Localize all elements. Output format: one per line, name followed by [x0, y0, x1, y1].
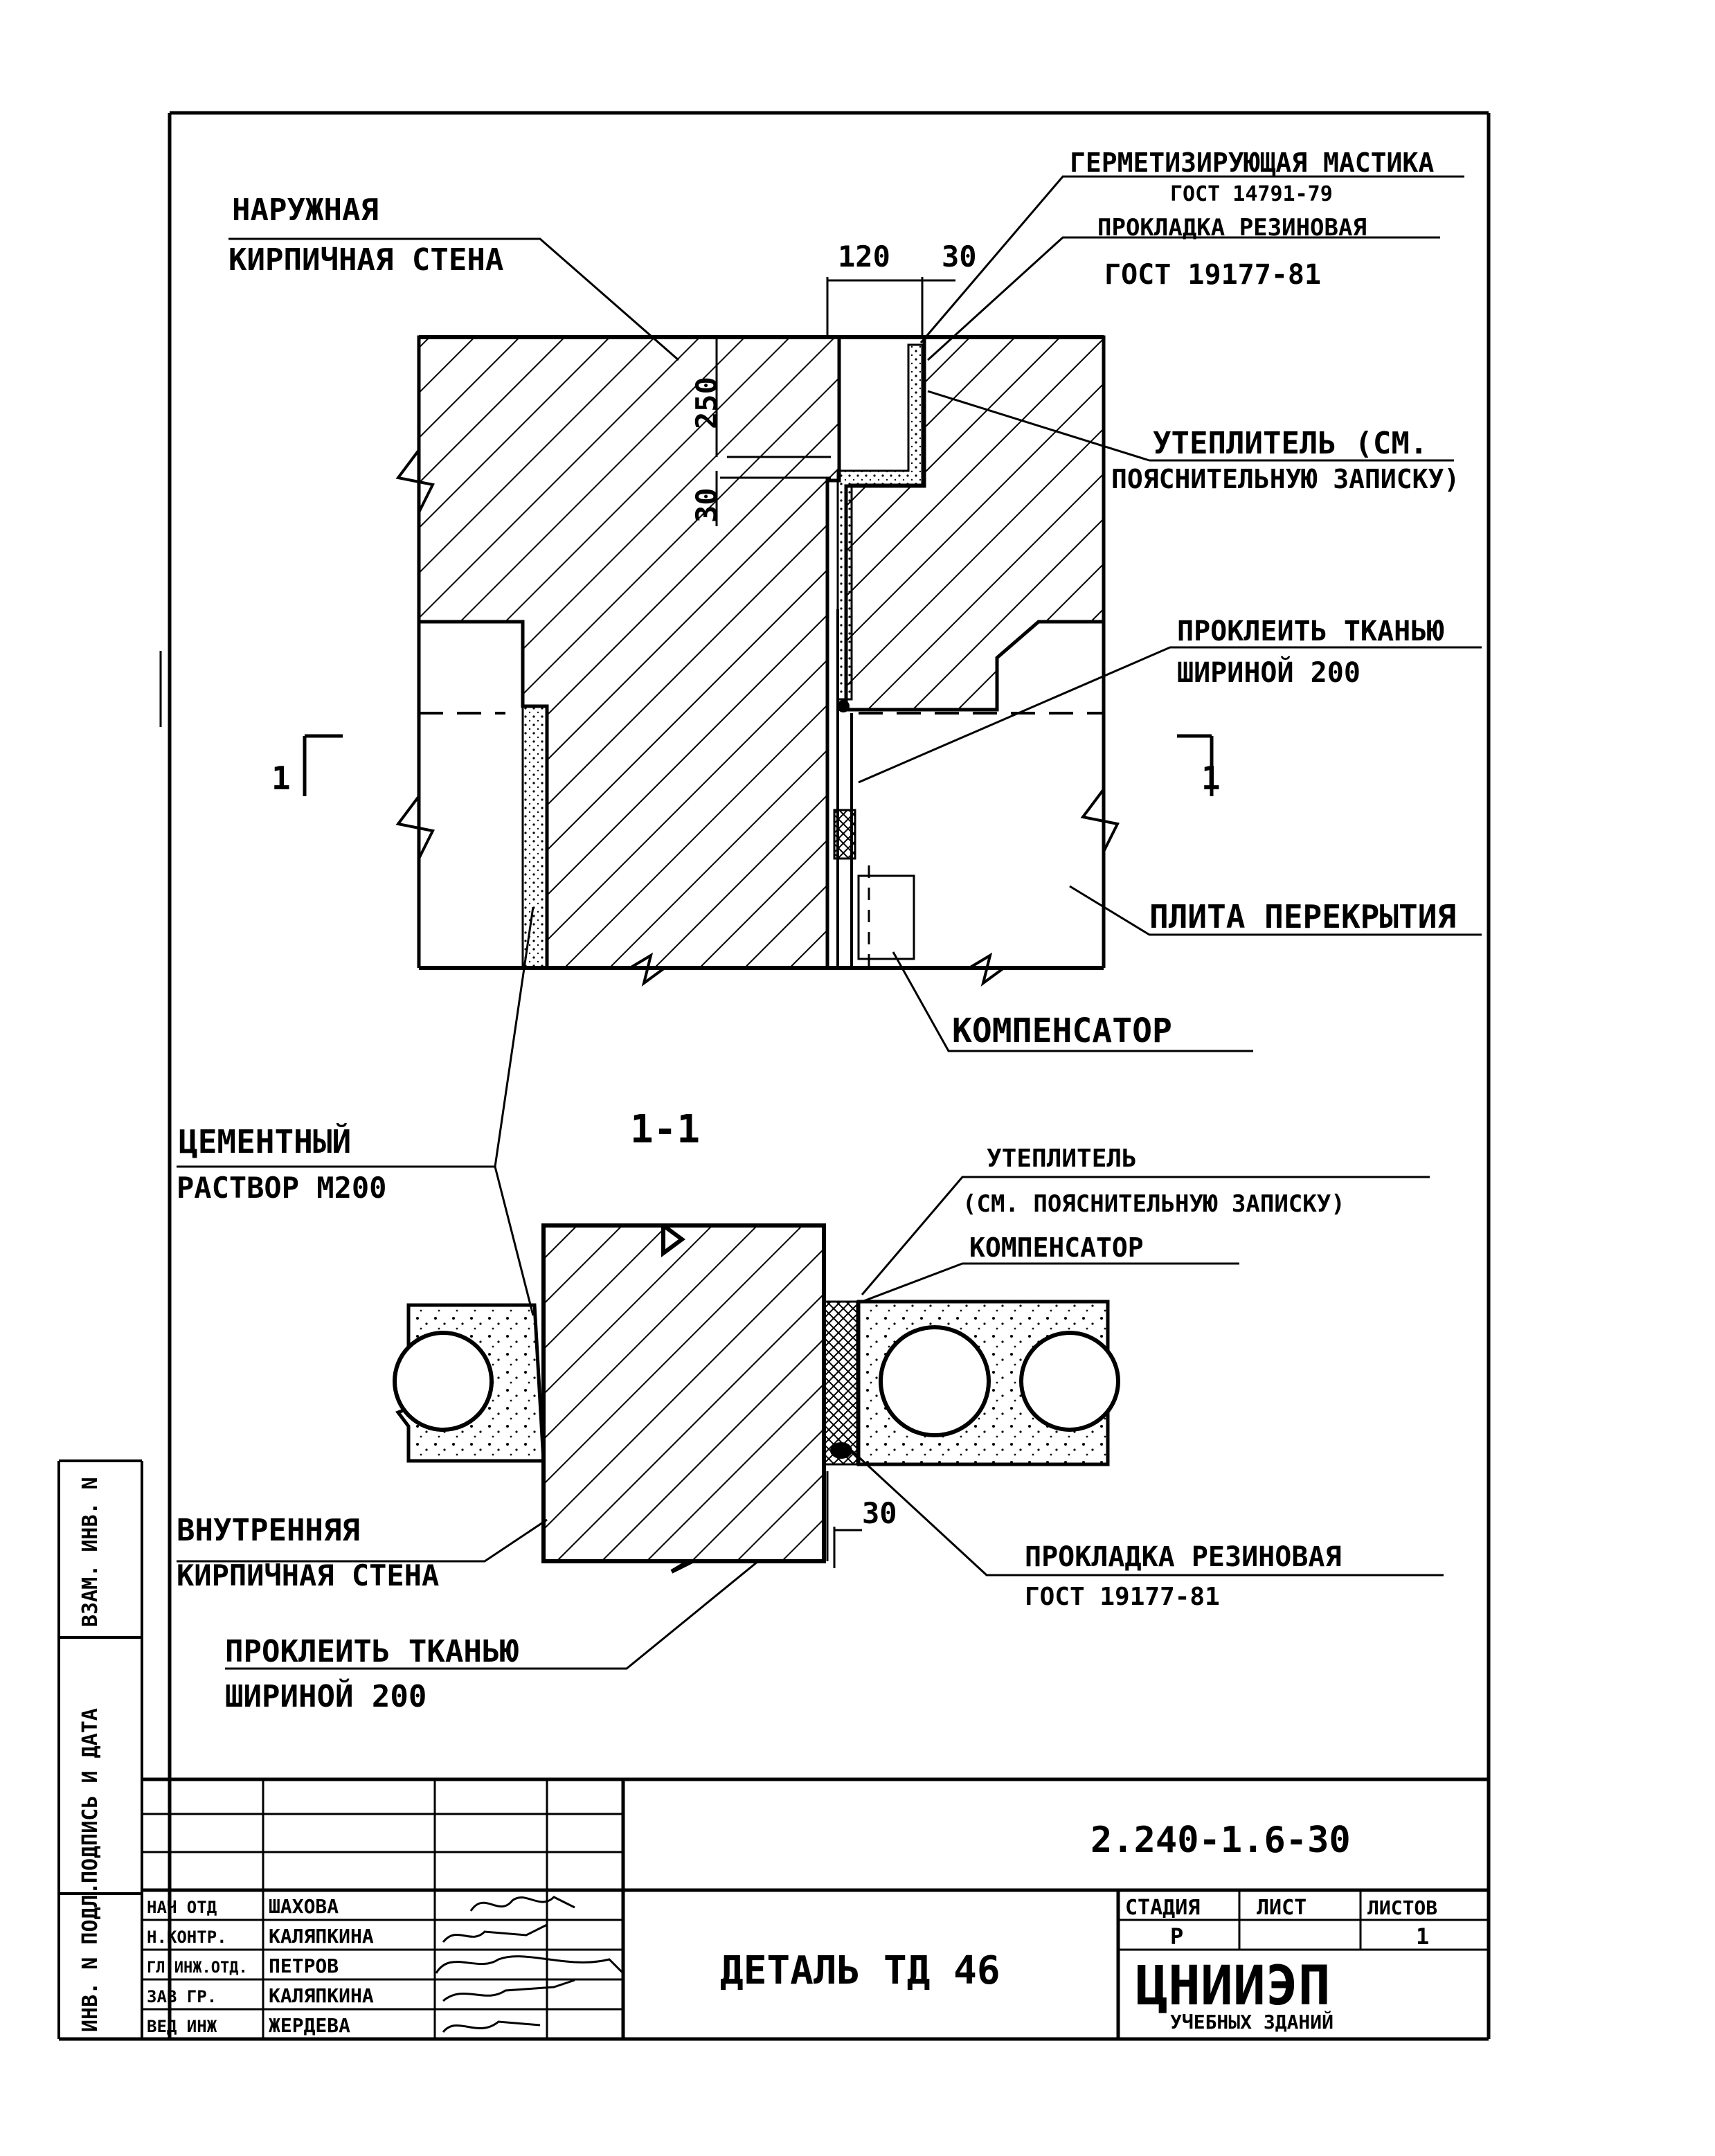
svg-text:ГОСТ 19177-81: ГОСТ 19177-81	[1104, 259, 1321, 291]
plan-view	[303, 277, 1214, 987]
svg-text:ШИРИНОЙ 200: ШИРИНОЙ 200	[1177, 656, 1361, 689]
label-gasket-top: ПРОКЛАДКА РЕЗИНОВАЯ	[1097, 214, 1367, 242]
label-outer-wall: НАРУЖНАЯ	[232, 192, 379, 228]
staff-role: ЗАВ ГР.	[147, 1987, 217, 2006]
stamp-sign-date: ПОДПИСЬ И ДАТА	[78, 1708, 102, 1883]
svg-text:ГОСТ 14791-79: ГОСТ 14791-79	[1170, 182, 1333, 206]
outer-wall-left-part	[417, 335, 841, 970]
rubber-gasket-section	[830, 1442, 852, 1459]
sheet-label: ЛИСТ	[1257, 1896, 1307, 1920]
stage-label: СТАДИЯ	[1125, 1896, 1200, 1920]
svg-text:(СМ. ПОЯСНИТЕЛЬНУЮ ЗАПИСКУ): (СМ. ПОЯСНИТЕЛЬНУЮ ЗАПИСКУ)	[962, 1190, 1345, 1218]
callout-labels: НАРУЖНАЯ КИРПИЧНАЯ СТЕНА ГЕРМЕТИЗИРУЮЩАЯ…	[177, 147, 1460, 1714]
staff-name: ПЕТРОВ	[269, 1955, 339, 1977]
label-slab: ПЛИТА ПЕРЕКРЫТИЯ	[1149, 898, 1456, 935]
compensator-section	[823, 1300, 859, 1466]
dim-120: 120	[838, 240, 890, 273]
section-title: 1-1	[630, 1107, 700, 1152]
cut-label-left: 1	[271, 760, 291, 797]
staff-role: ГЛ.ИНЖ.ОТД.	[147, 1959, 248, 1977]
label-inner-wall: ВНУТРЕННЯЯ	[177, 1513, 360, 1548]
svg-text:КИРПИЧНАЯ СТЕНА: КИРПИЧНАЯ СТЕНА	[228, 242, 503, 278]
leader-lines	[177, 175, 1482, 1670]
doc-code: 2.240-1.6-30	[1090, 1820, 1351, 1861]
staff-name: ШАХОВА	[269, 1895, 339, 1918]
signature-4	[442, 1979, 575, 2002]
section-cut-left	[303, 734, 343, 796]
cut-label-right: 1	[1201, 760, 1221, 797]
inner-wall-section	[541, 1223, 826, 1574]
label-insulation-bottom: УТЕПЛИТЕЛЬ	[987, 1144, 1137, 1173]
svg-text:ПОЯСНИТЕЛЬНУЮ ЗАПИСКУ): ПОЯСНИТЕЛЬНУЮ ЗАПИСКУ)	[1111, 464, 1460, 494]
signatures	[435, 1896, 625, 2033]
sheets-value: 1	[1416, 1923, 1429, 1950]
sheets-label: ЛИСТОВ	[1367, 1896, 1437, 1919]
dim-30-top: 30	[942, 240, 977, 273]
title-block: 2.240-1.6-30 ДЕТАЛЬ ТД 46 СТАДИЯ ЛИСТ ЛИ…	[142, 1777, 1489, 2039]
label-insulation-top: УТЕПЛИТЕЛЬ (СМ.	[1153, 426, 1428, 461]
dimension-labels: 120 30 250 30 30	[690, 240, 977, 1530]
signature-3	[435, 1955, 625, 1975]
label-gasket-bottom: ПРОКЛАДКА РЕЗИНОВАЯ	[1025, 1541, 1342, 1573]
outer-wall-right-part	[844, 335, 1106, 712]
signature-2	[442, 1923, 548, 1943]
drawing-title: ДЕТАЛЬ ТД 46	[720, 1948, 1000, 1993]
stage-value: Р	[1170, 1923, 1183, 1950]
label-sealant: ГЕРМЕТИЗИРУЮЩАЯ МАСТИКА	[1070, 147, 1434, 178]
sheet-frame	[57, 111, 1491, 2041]
org-subtitle: УЧЕБНЫХ ЗДАНИЙ	[1170, 2010, 1334, 2033]
staff-name: КАЛЯПКИНА	[269, 1925, 374, 1948]
staff-role: НАЧ ОТД	[147, 1898, 217, 1917]
svg-text:ШИРИНОЙ 200: ШИРИНОЙ 200	[225, 1678, 426, 1714]
dim-30-bottom: 30	[862, 1496, 897, 1530]
compensator-block	[833, 809, 856, 860]
cement-mortar-strip	[521, 705, 548, 969]
dim-30-vert: 30	[690, 487, 724, 523]
side-stamp: ИНВ. N ПОДЛ. ПОДПИСЬ И ДАТА ВЗАМ. ИНВ. N	[78, 1477, 102, 2032]
section-1-1	[393, 1223, 1120, 1574]
dim-250: 250	[690, 377, 724, 429]
svg-text:КИРПИЧНАЯ СТЕНА: КИРПИЧНАЯ СТЕНА	[177, 1558, 439, 1592]
label-compensator-top: КОМПЕНСАТОР	[952, 1012, 1172, 1050]
staff-table: НАЧ ОТД ШАХОВА Н.КОНТР. КАЛЯПКИНА ГЛ.ИНЖ…	[147, 1895, 374, 2037]
signature-5	[442, 2020, 541, 2033]
label-fabric-bottom: ПРОКЛЕИТЬ ТКАНЬЮ	[225, 1634, 519, 1669]
svg-text:ГОСТ 19177-81: ГОСТ 19177-81	[1025, 1583, 1220, 1611]
staff-role: Н.КОНТР.	[147, 1928, 227, 1947]
stamp-replace-inv: ВЗАМ. ИНВ. N	[78, 1477, 102, 1627]
label-cement-mortar: ЦЕМЕНТНЫЙ	[179, 1123, 351, 1160]
stamp-inv-orig: ИНВ. N ПОДЛ.	[78, 1882, 102, 2032]
section-cut-right	[1177, 734, 1214, 796]
joint-insulation	[836, 343, 924, 701]
staff-name: КАЛЯПКИНА	[269, 1984, 374, 2007]
staff-role: ВЕД ИНЖ	[147, 2017, 217, 2036]
staff-name: ЖЕРДЕВА	[269, 2014, 350, 2037]
signature-1	[469, 1896, 575, 1912]
svg-text:РАСТВОР М200: РАСТВОР М200	[177, 1171, 386, 1205]
rubber-gasket-top	[837, 700, 850, 712]
label-compensator-bottom: КОМПЕНСАТОР	[969, 1232, 1144, 1263]
org-name: ЦНИИЭП	[1135, 1955, 1331, 2018]
label-fabric-top: ПРОКЛЕИТЬ ТКАНЬЮ	[1177, 616, 1444, 647]
